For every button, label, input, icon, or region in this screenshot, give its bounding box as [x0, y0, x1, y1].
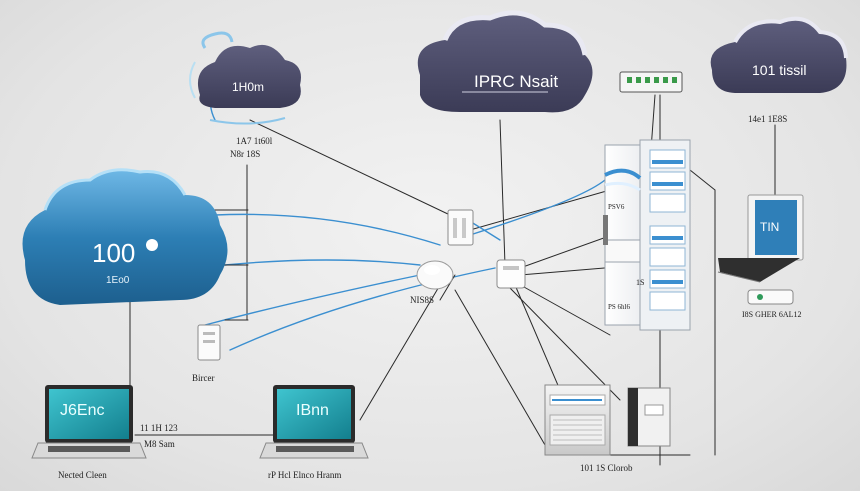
- hub-right: [496, 259, 526, 289]
- caption-servers: 101 1S Clorob: [580, 463, 633, 473]
- screen-text-laptop-middle: IBnn: [296, 402, 329, 419]
- cloud-sublabel-big: 1Eo0: [106, 275, 130, 286]
- hub-center: [416, 260, 454, 290]
- wire-blue: [224, 259, 421, 266]
- laptop-left: [31, 385, 147, 459]
- laptop-middle: [259, 385, 369, 459]
- laptop-right: [717, 194, 804, 283]
- label-rack-1: PSV6: [608, 203, 625, 211]
- label-top-right-1: 14e1 1E8S: [748, 114, 788, 124]
- cloud-big-left: [22, 168, 228, 305]
- wire: [454, 289, 546, 446]
- wire-blue: [229, 267, 496, 351]
- caption-laptop-left: Nected Cleen: [58, 470, 107, 480]
- wire: [249, 119, 451, 216]
- cloud-label-top-right: 101 tissil: [752, 62, 807, 78]
- label-top-left-1: 1A7 1t60l: [236, 136, 273, 146]
- small-device: [197, 324, 221, 361]
- screen-text-laptop-left: J6Enc: [60, 402, 105, 419]
- server-rack: [603, 139, 691, 331]
- wire: [689, 169, 716, 191]
- label-rack-3: PS 6hl6: [608, 303, 630, 311]
- caption-laptop-middle: rP Hcl Elnco Hranm: [268, 470, 342, 480]
- small-module: [747, 289, 794, 305]
- cloud-label-big: 100: [92, 238, 136, 268]
- hub-upper: [447, 209, 474, 246]
- wire: [359, 284, 441, 421]
- cloud-top-center: [417, 10, 593, 113]
- label-small-device: Bircer: [192, 373, 215, 383]
- wire: [514, 284, 561, 391]
- wire-blue: [214, 213, 441, 246]
- label-rack-2: 1S: [636, 278, 645, 287]
- wire-blue: [469, 179, 606, 236]
- server-bottom-left: [544, 384, 611, 456]
- cloud-top-right: [710, 16, 848, 94]
- wire: [514, 281, 611, 336]
- label-right-bottom: I8S GHER 6AL12: [742, 310, 802, 319]
- wire: [499, 119, 506, 266]
- wire: [509, 287, 621, 401]
- network-switch-top: [619, 71, 683, 93]
- cloud-label-top-left: 1H0m: [232, 80, 265, 94]
- label-laptop-left-1: 11 1H 123: [140, 423, 178, 433]
- wire: [469, 189, 611, 231]
- cloud-top-left: [189, 31, 301, 125]
- label-laptop-left-2: M8 Sam: [144, 439, 175, 449]
- wire-blue: [204, 274, 421, 326]
- label-top-left-2: N8r 18S: [230, 149, 261, 159]
- cloud-label-top-center: IPRC Nsait: [474, 72, 559, 91]
- label-hub-center: NIS8S: [410, 295, 435, 305]
- screen-text-laptop-right: TIN: [760, 220, 780, 234]
- server-bottom-right: [627, 387, 671, 447]
